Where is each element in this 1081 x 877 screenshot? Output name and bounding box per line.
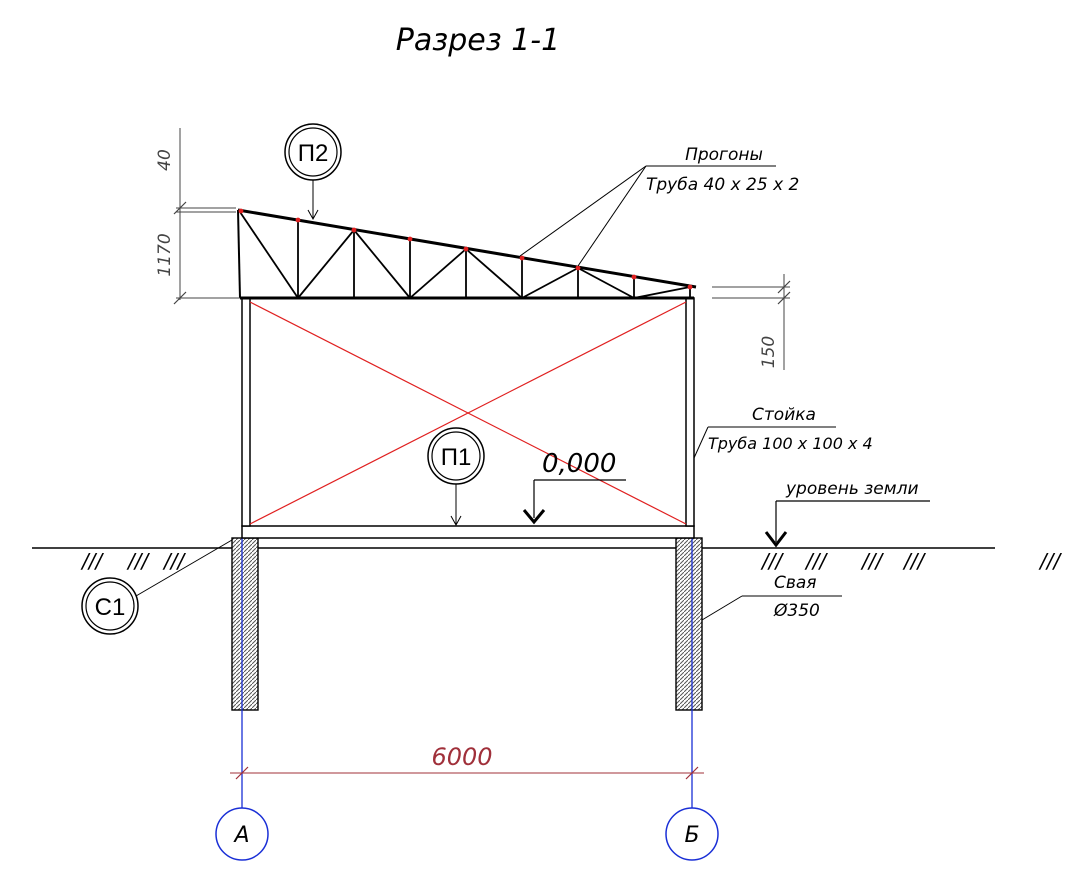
post-spec: Труба 100 х 100 х 4 bbox=[708, 434, 873, 453]
node-dot-icon bbox=[295, 217, 301, 223]
ground-hatch-mark: /// bbox=[760, 549, 784, 573]
dimension-truss-height: 1170 bbox=[155, 233, 175, 276]
node-dot-icon bbox=[519, 255, 525, 261]
ground-level-mark bbox=[764, 500, 930, 548]
axis-label-a: А bbox=[232, 823, 249, 848]
mark-p1-inner bbox=[431, 431, 481, 481]
purlins-title: Прогоны bbox=[685, 145, 763, 165]
right-dimension bbox=[712, 274, 791, 370]
level-triangle-icon bbox=[522, 509, 546, 525]
mark-c1-inner bbox=[85, 581, 135, 631]
mark-p2-label: П2 bbox=[298, 140, 329, 167]
node-dot-icon bbox=[238, 208, 244, 214]
mark-p2-inner bbox=[288, 127, 338, 177]
purlins-spec: Труба 40 х 25 х 2 bbox=[646, 175, 799, 195]
ground-hatch-mark: /// bbox=[902, 549, 926, 573]
section-title: Разрез 1-1 bbox=[396, 23, 560, 58]
floor-beam bbox=[241, 525, 695, 539]
pile-spec: Ø350 bbox=[773, 601, 820, 621]
pile-title: Свая bbox=[774, 573, 817, 593]
bracing-line bbox=[249, 301, 687, 525]
left-dimensions bbox=[173, 128, 240, 305]
post-callout bbox=[693, 426, 836, 459]
post-right bbox=[685, 297, 695, 527]
pile-right bbox=[675, 537, 703, 711]
ground-hatch: /// /// /// /// /// /// /// /// bbox=[80, 549, 1062, 573]
purlins-callout bbox=[519, 165, 776, 267]
pile-left bbox=[231, 537, 259, 711]
ground-hatch-mark: /// bbox=[804, 549, 828, 573]
axis-bubble-b bbox=[665, 807, 719, 861]
level-mark bbox=[522, 479, 626, 525]
pile-callout bbox=[701, 595, 842, 621]
ground-hatch-mark: /// bbox=[860, 549, 884, 573]
node-dot-icon bbox=[575, 265, 581, 271]
ground-level-icon bbox=[764, 531, 788, 548]
node-dot-icon bbox=[407, 236, 413, 242]
post-title: Стойка bbox=[752, 405, 816, 425]
node-dot-icon bbox=[631, 274, 637, 280]
ground-hatch-mark: /// bbox=[80, 549, 104, 573]
axis-label-b: Б bbox=[684, 823, 699, 848]
purlin-nodes bbox=[238, 208, 693, 290]
mark-c1-leader bbox=[135, 539, 233, 597]
arrow-down-icon bbox=[450, 515, 462, 527]
axis-bubble-a bbox=[215, 807, 269, 861]
span-dimension bbox=[230, 766, 704, 780]
mark-p1-label: П1 bbox=[441, 444, 472, 471]
ground-hatch-mark: /// bbox=[1038, 549, 1062, 573]
dimension-top-offset: 40 bbox=[155, 149, 175, 171]
mark-c1-label: С1 bbox=[95, 594, 126, 621]
dimension-right-offset: 150 bbox=[759, 336, 779, 368]
ground-hatch-mark: /// bbox=[162, 549, 186, 573]
arrow-down-icon bbox=[307, 209, 319, 221]
node-dot-icon bbox=[687, 284, 693, 290]
post-left bbox=[241, 297, 251, 527]
roof-truss bbox=[237, 208, 697, 300]
span-dimension-value: 6000 bbox=[431, 743, 492, 771]
ground-hatch-mark: /// bbox=[126, 549, 150, 573]
node-dot-icon bbox=[351, 227, 357, 233]
level-mark-value: 0,000 bbox=[542, 449, 616, 479]
node-dot-icon bbox=[463, 246, 469, 252]
ground-level-label: уровень земли bbox=[785, 479, 919, 499]
